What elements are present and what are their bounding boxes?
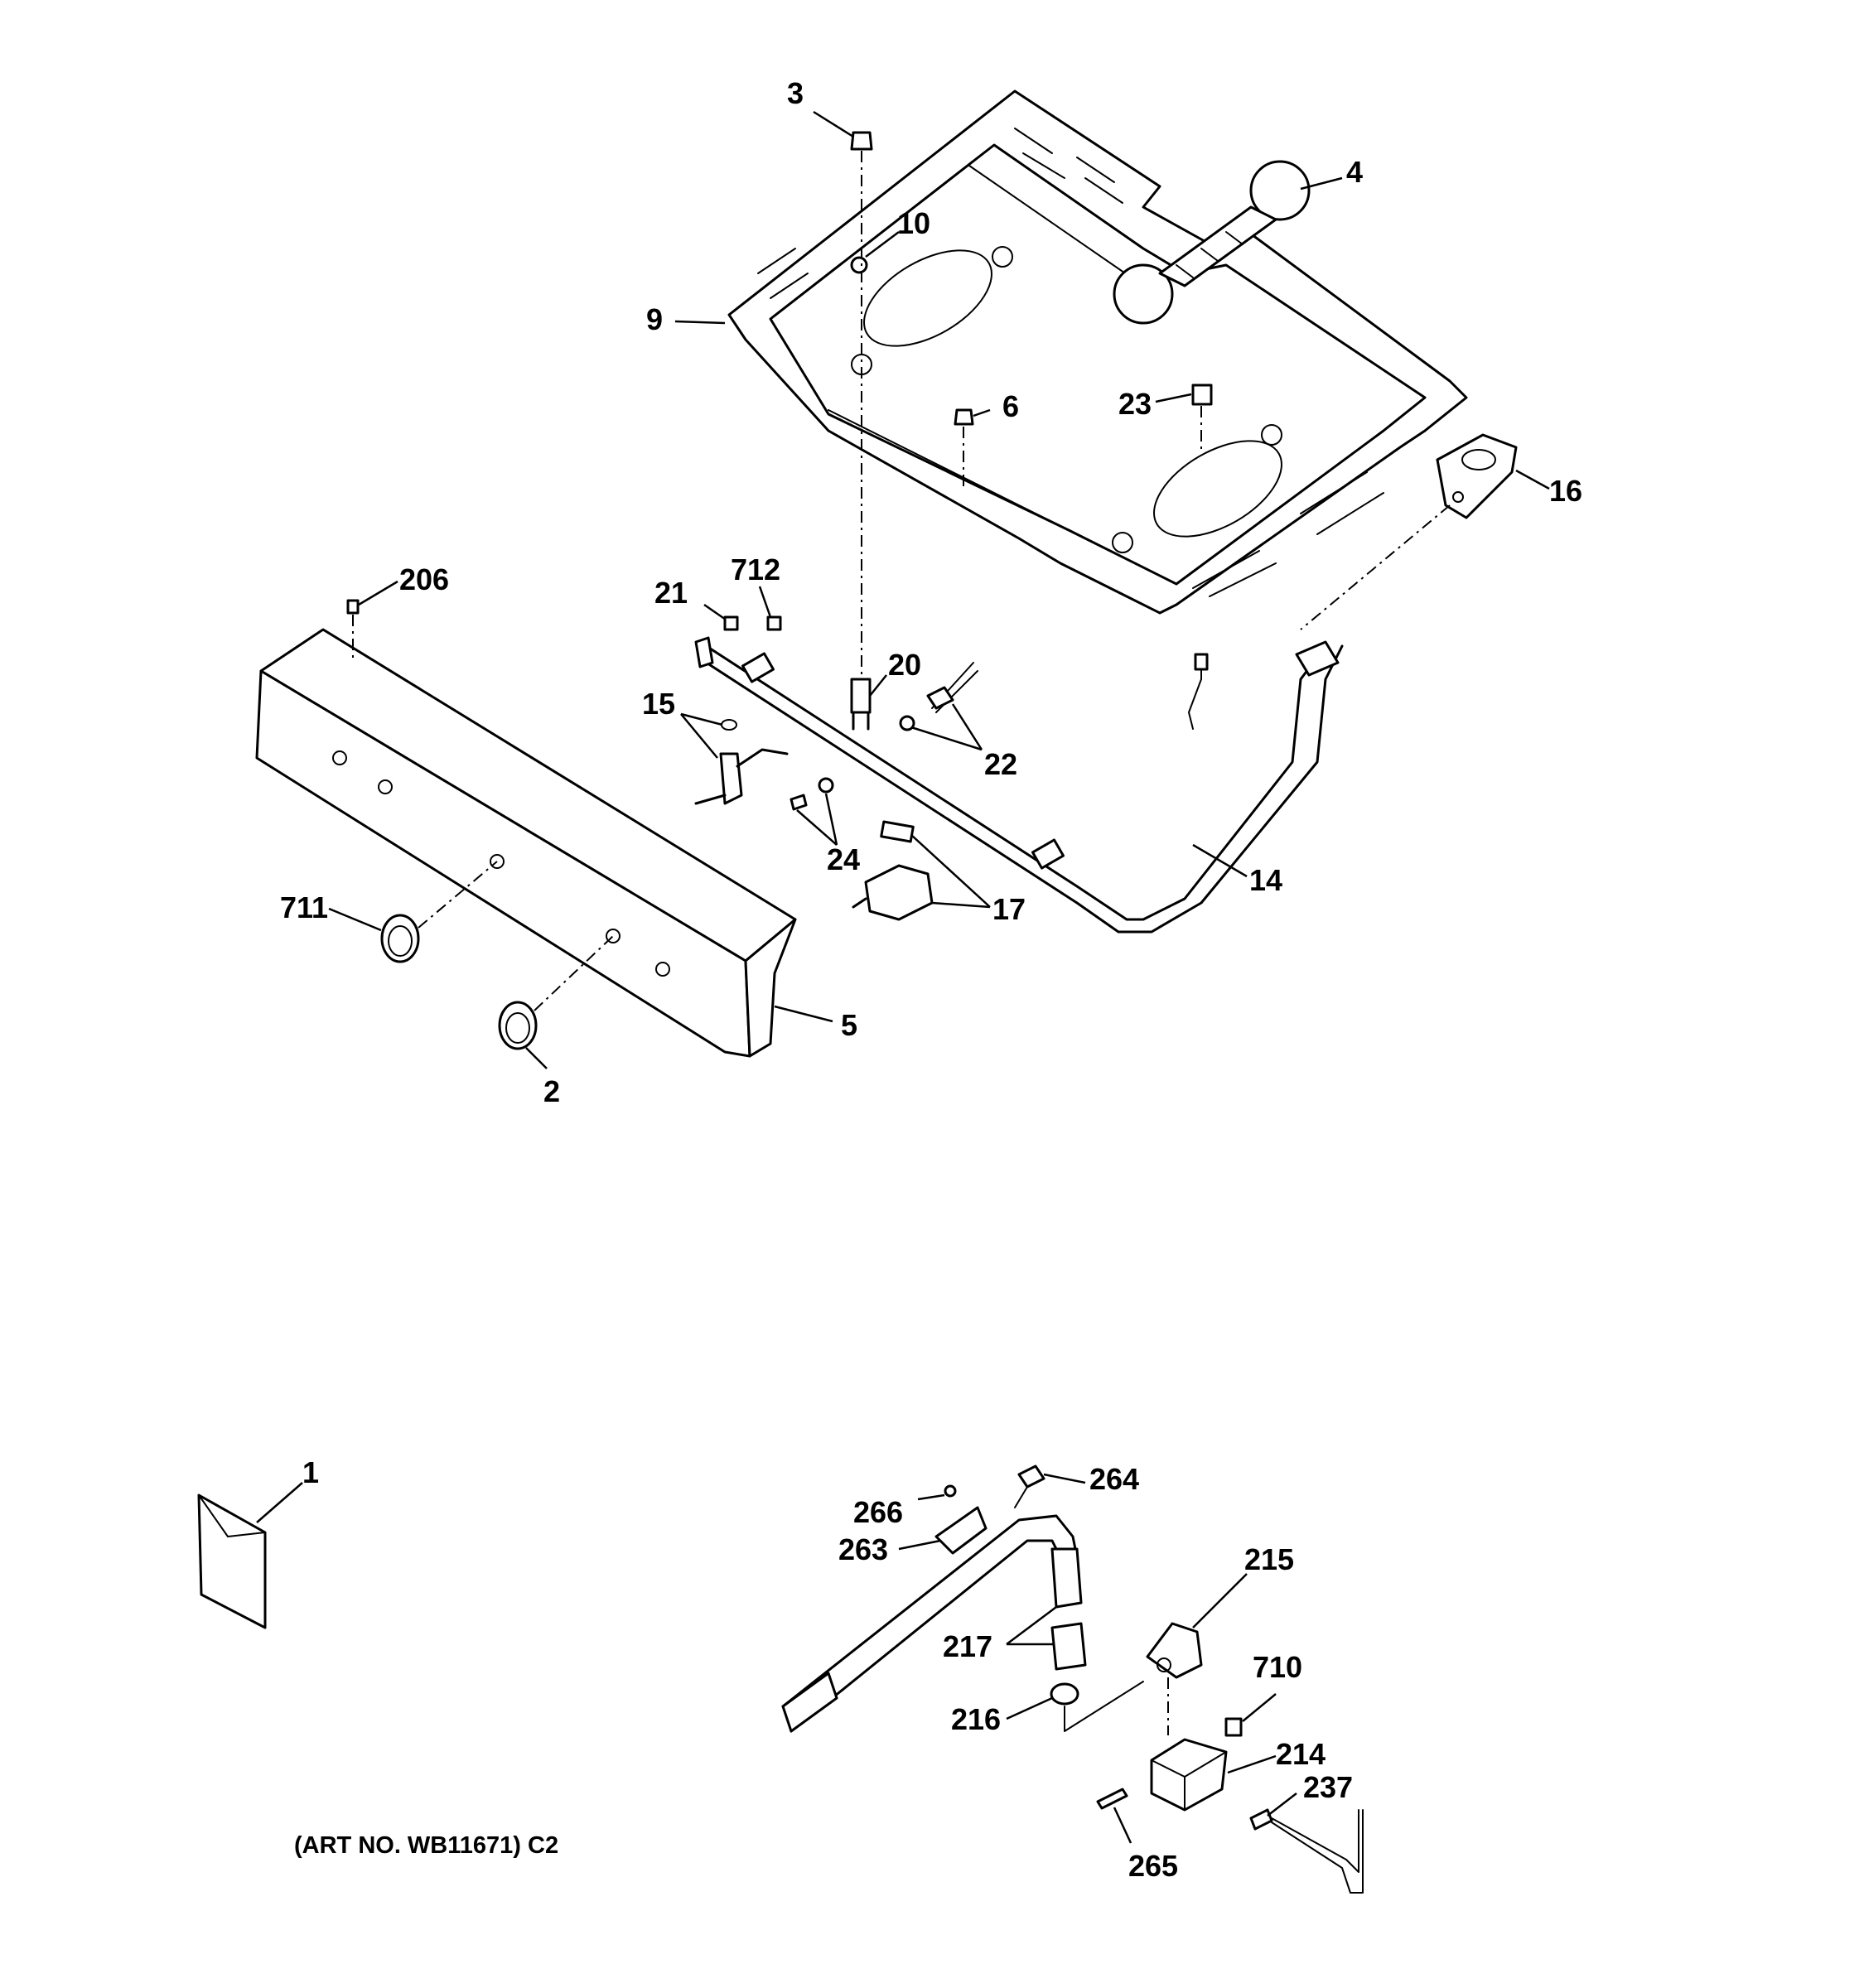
oven-burner-tube [781,1514,1083,1733]
callout-237: 237 [1303,1770,1353,1804]
callout-1: 1 [302,1455,319,1489]
callout-216: 216 [951,1702,1001,1736]
manifold-part-14 [694,636,1344,934]
callout-21: 21 [654,576,688,610]
fitting-part-265 [1096,1788,1128,1810]
callout-17: 17 [992,892,1026,926]
art-number-caption: (ART NO. WB11671) C2 [294,1832,558,1859]
callout-15: 15 [642,687,675,721]
igniter-part-263 [934,1506,988,1555]
callout-710: 710 [1253,1650,1302,1684]
top-burner-part-4 [1113,160,1311,325]
callout-712: 712 [731,552,780,586]
burner-box-part-9 [727,89,1468,615]
literature-envelope-part-1 [197,1493,267,1629]
washer-part-10 [850,256,868,274]
screw-part-206 [346,599,360,615]
valve-part-15 [694,719,789,805]
callout-6: 6 [1002,389,1019,423]
bracket-part-16 [1436,433,1518,519]
callout-3: 3 [787,76,804,110]
callout-263: 263 [838,1532,888,1566]
callout-9: 9 [646,302,663,336]
callout-215: 215 [1244,1542,1294,1576]
knob-part-711 [380,914,420,963]
callout-14: 14 [1249,863,1282,897]
electrode-part-264 [1014,1464,1045,1508]
callout-24: 24 [827,842,860,876]
cap-part-710 [1224,1717,1243,1737]
knob-part-2 [498,1001,538,1050]
thermostat-part-214 [1150,1738,1228,1812]
callout-264: 264 [1089,1462,1139,1496]
callout-20: 20 [888,648,921,682]
callout-5: 5 [841,1008,857,1042]
capillary-part-237 [1249,1808,1364,1894]
callout-214: 214 [1276,1737,1326,1771]
callout-16: 16 [1549,474,1582,508]
callout-23: 23 [1118,387,1152,421]
orifice-part-6 [954,408,974,426]
manifold-panel-part-5 [255,628,797,1058]
callout-22: 22 [984,747,1017,781]
valve-part-20 [850,678,872,731]
washer-part-22 [899,715,915,731]
callout-4: 4 [1346,155,1363,189]
screw-part-21 [723,615,739,631]
callout-217: 217 [943,1629,992,1663]
callout-2: 2 [543,1074,560,1108]
callout-10: 10 [897,206,930,240]
valve-part-17 [852,820,934,921]
leader-lines [256,110,1550,1844]
screw-part-712 [766,615,782,631]
screw-part-266 [944,1484,957,1498]
orifice-part-3 [850,131,873,151]
callout-711: 711 [280,890,328,924]
orifice-part-23 [1191,384,1213,406]
nut-part-216 [1050,1682,1079,1706]
orifice-holder-part-217 [1050,1622,1087,1671]
callout-266: 266 [853,1495,903,1529]
bracket-part-215 [1146,1622,1203,1679]
washer-part-24 [818,777,834,794]
callout-265: 265 [1128,1849,1178,1883]
callout-206: 206 [399,562,449,596]
